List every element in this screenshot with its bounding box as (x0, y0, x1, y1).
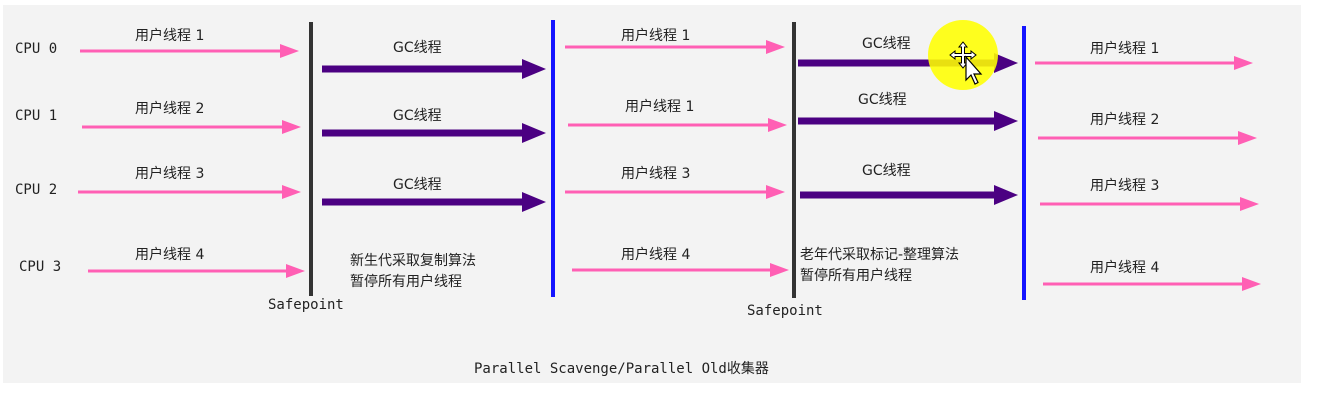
user-thread-arrowhead (286, 264, 305, 278)
user-thread-label: 用户线程 1 (1090, 40, 1159, 57)
gc-thread-label: GC线程 (862, 163, 911, 179)
user-thread-label: 用户线程 4 (135, 246, 204, 263)
gc-thread-arrowhead (522, 192, 546, 212)
gc-thread-arrowhead (994, 111, 1018, 131)
user-thread-arrowhead (280, 44, 299, 58)
user-thread-arrowhead (1238, 131, 1257, 145)
user-thread-arrowhead (282, 185, 301, 199)
gc-thread-arrowhead (994, 185, 1018, 205)
user-thread-label: 用户线程 3 (135, 165, 204, 182)
user-thread-label: 用户线程 1 (135, 27, 204, 44)
cpu-label: CPU 1 (15, 108, 57, 124)
gc-thread-arrowhead (522, 123, 546, 143)
user-thread-label: 用户线程 4 (621, 246, 690, 263)
cpu-label: CPU 0 (15, 41, 57, 57)
gc-thread-label: GC线程 (393, 177, 442, 193)
gc-thread-label: GC线程 (393, 40, 442, 56)
gc-thread-arrowhead (522, 59, 546, 79)
safepoint-label: Safepoint (747, 303, 823, 319)
safepoint-label: Safepoint (268, 297, 344, 313)
user-thread-arrowhead (766, 40, 785, 54)
old-gen-note: 暂停所有用户线程 (800, 267, 912, 284)
diagram-background (3, 5, 1301, 383)
user-thread-arrowhead (1240, 197, 1259, 211)
cpu-label: CPU 2 (15, 182, 57, 198)
user-thread-label: 用户线程 3 (1090, 177, 1159, 194)
gc-thread-arrowhead (994, 53, 1018, 73)
gc-thread-label: GC线程 (858, 92, 907, 108)
young-gen-note: 新生代采取复制算法 (350, 252, 476, 269)
user-thread-label: 用户线程 2 (135, 100, 204, 117)
move-cross-icon (949, 41, 977, 69)
young-gen-note: 暂停所有用户线程 (350, 273, 462, 290)
user-thread-arrowhead (1242, 277, 1261, 291)
user-thread-arrowhead (768, 118, 787, 132)
user-thread-arrowhead (766, 185, 785, 199)
user-thread-label: 用户线程 1 (621, 27, 690, 44)
user-thread-label: 用户线程 1 (625, 98, 694, 115)
gc-thread-label: GC线程 (393, 108, 442, 124)
user-thread-label: 用户线程 4 (1090, 259, 1159, 276)
user-thread-label: 用户线程 3 (621, 165, 690, 182)
user-thread-label: 用户线程 2 (1090, 111, 1159, 128)
gc-thread-label: GC线程 (862, 36, 911, 52)
old-gen-note: 老年代采取标记-整理算法 (800, 247, 959, 263)
pointer-arrow-icon (965, 55, 983, 85)
cpu-label: CPU 3 (19, 259, 61, 275)
user-thread-arrowhead (282, 120, 301, 134)
diagram-caption: Parallel Scavenge/Parallel Old收集器 (474, 360, 769, 377)
user-thread-arrowhead (1234, 56, 1253, 70)
user-thread-arrowhead (770, 263, 789, 277)
move-cursor-icon (928, 20, 998, 90)
